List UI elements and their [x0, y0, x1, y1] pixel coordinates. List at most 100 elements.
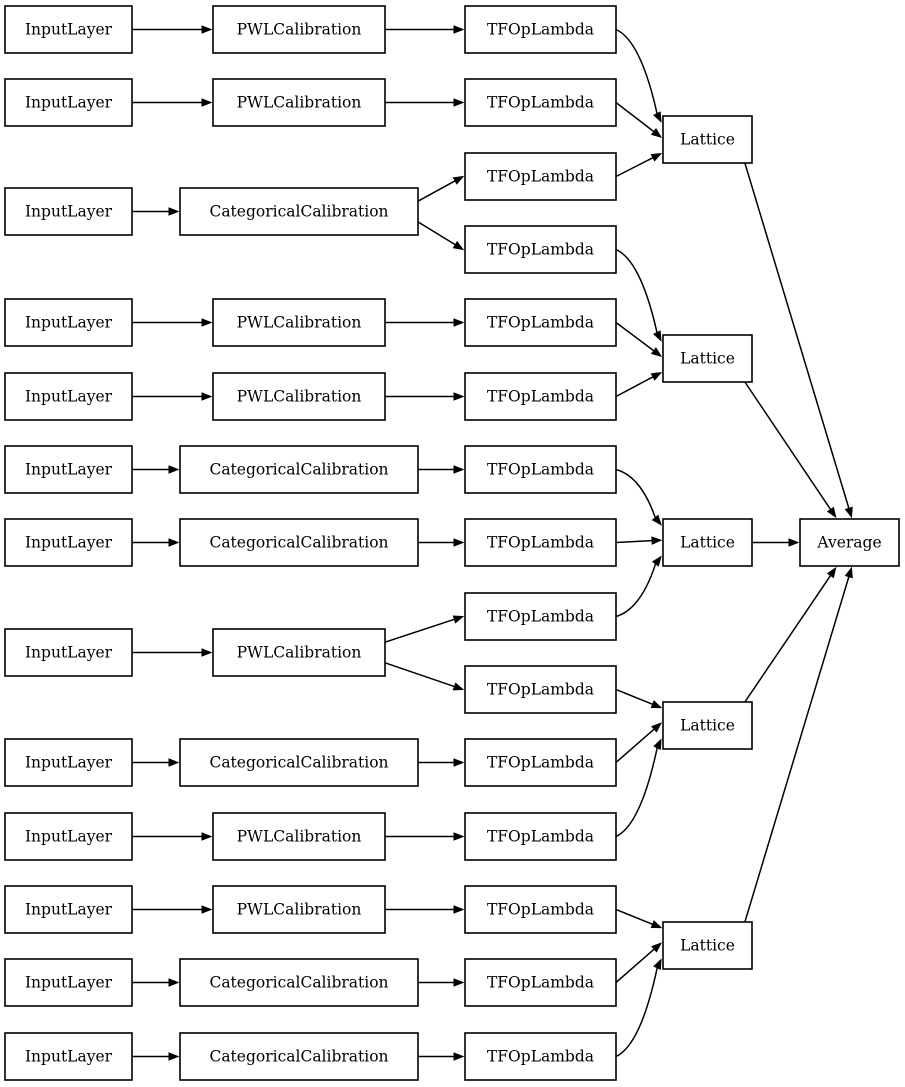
node-box[interactable] — [464, 1032, 617, 1081]
node-categorical-calibration-11[interactable]: CategoricalCalibration — [179, 958, 419, 1007]
node-box[interactable] — [464, 298, 617, 347]
node-input-layer-11[interactable]: InputLayer — [4, 958, 133, 1007]
node-box[interactable] — [4, 187, 133, 236]
node-box[interactable] — [464, 812, 617, 861]
node-box[interactable] — [4, 445, 133, 494]
node-tfop-lambda-12[interactable]: TFOpLambda — [464, 885, 617, 934]
node-box[interactable] — [4, 738, 133, 787]
node-box[interactable] — [464, 665, 617, 714]
node-pwlcalibration-3[interactable]: PWLCalibration — [212, 298, 386, 347]
node-box[interactable] — [4, 372, 133, 421]
node-box[interactable] — [4, 1032, 133, 1081]
node-box[interactable] — [212, 628, 386, 677]
node-tfop-lambda-6[interactable]: TFOpLambda — [464, 445, 617, 494]
node-input-layer-2[interactable]: InputLayer — [4, 187, 133, 236]
node-box[interactable] — [179, 518, 419, 567]
node-tfop-lambda-9[interactable]: TFOpLambda — [464, 665, 617, 714]
node-categorical-calibration-6[interactable]: CategoricalCalibration — [179, 518, 419, 567]
node-box[interactable] — [4, 5, 133, 54]
node-box[interactable] — [212, 298, 386, 347]
node-input-layer-5[interactable]: InputLayer — [4, 445, 133, 494]
node-box[interactable] — [4, 885, 133, 934]
node-box[interactable] — [212, 812, 386, 861]
node-input-layer-3[interactable]: InputLayer — [4, 298, 133, 347]
node-pwlcalibration-1[interactable]: PWLCalibration — [212, 78, 386, 127]
node-tfop-lambda-0[interactable]: TFOpLambda — [464, 5, 617, 54]
node-box[interactable] — [799, 518, 900, 567]
node-box[interactable] — [4, 628, 133, 677]
node-tfop-lambda-10[interactable]: TFOpLambda — [464, 738, 617, 787]
node-input-layer-10[interactable]: InputLayer — [4, 885, 133, 934]
node-box[interactable] — [212, 372, 386, 421]
node-input-layer-8[interactable]: InputLayer — [4, 738, 133, 787]
node-box[interactable] — [464, 78, 617, 127]
node-box[interactable] — [4, 958, 133, 1007]
node-tfop-lambda-11[interactable]: TFOpLambda — [464, 812, 617, 861]
node-lattice-1[interactable]: Lattice — [662, 334, 753, 383]
node-tfop-lambda-1[interactable]: TFOpLambda — [464, 78, 617, 127]
node-input-layer-1[interactable]: InputLayer — [4, 78, 133, 127]
node-categorical-calibration-5[interactable]: CategoricalCalibration — [179, 445, 419, 494]
node-box[interactable] — [179, 1032, 419, 1081]
node-tfop-lambda-8[interactable]: TFOpLambda — [464, 592, 617, 641]
arrowhead-icon — [452, 175, 465, 185]
node-box[interactable] — [464, 372, 617, 421]
node-box[interactable] — [464, 885, 617, 934]
node-pwlcalibration-0[interactable]: PWLCalibration — [212, 5, 386, 54]
node-box[interactable] — [464, 958, 617, 1007]
node-input-layer-7[interactable]: InputLayer — [4, 628, 133, 677]
node-box[interactable] — [662, 701, 753, 750]
node-lattice-2[interactable]: Lattice — [662, 518, 753, 567]
node-lattice-0[interactable]: Lattice — [662, 115, 753, 164]
node-box[interactable] — [464, 152, 617, 201]
node-box[interactable] — [4, 812, 133, 861]
node-box[interactable] — [662, 921, 753, 970]
node-box[interactable] — [464, 225, 617, 274]
arrowhead-icon — [201, 905, 213, 914]
node-box[interactable] — [4, 298, 133, 347]
node-pwlcalibration-7[interactable]: PWLCalibration — [212, 628, 386, 677]
node-box[interactable] — [464, 738, 617, 787]
node-lattice-4[interactable]: Lattice — [662, 921, 753, 970]
node-tfop-lambda-13[interactable]: TFOpLambda — [464, 958, 617, 1007]
node-box[interactable] — [662, 115, 753, 164]
node-tfop-lambda-2[interactable]: TFOpLambda — [464, 152, 617, 201]
node-categorical-calibration-12[interactable]: CategoricalCalibration — [179, 1032, 419, 1081]
node-box[interactable] — [4, 518, 133, 567]
node-box[interactable] — [212, 78, 386, 127]
node-box[interactable] — [179, 738, 419, 787]
node-box[interactable] — [464, 445, 617, 494]
node-box[interactable] — [464, 5, 617, 54]
node-lattice-3[interactable]: Lattice — [662, 701, 753, 750]
arrowhead-icon — [168, 465, 180, 474]
node-input-layer-0[interactable]: InputLayer — [4, 5, 133, 54]
node-input-layer-4[interactable]: InputLayer — [4, 372, 133, 421]
node-box[interactable] — [662, 518, 753, 567]
arrowhead-icon — [168, 538, 180, 547]
node-categorical-calibration-2[interactable]: CategoricalCalibration — [179, 187, 419, 236]
node-tfop-lambda-14[interactable]: TFOpLambda — [464, 1032, 617, 1081]
node-box[interactable] — [179, 445, 419, 494]
node-box[interactable] — [662, 334, 753, 383]
node-tfop-lambda-4[interactable]: TFOpLambda — [464, 298, 617, 347]
node-box[interactable] — [212, 885, 386, 934]
node-box[interactable] — [4, 78, 133, 127]
node-input-layer-9[interactable]: InputLayer — [4, 812, 133, 861]
node-tfop-lambda-5[interactable]: TFOpLambda — [464, 372, 617, 421]
edges-layer — [132, 25, 853, 1061]
node-box[interactable] — [464, 518, 617, 567]
node-box[interactable] — [212, 5, 386, 54]
node-tfop-lambda-7[interactable]: TFOpLambda — [464, 518, 617, 567]
node-pwlcalibration-9[interactable]: PWLCalibration — [212, 812, 386, 861]
node-average-0[interactable]: Average — [799, 518, 900, 567]
node-box[interactable] — [179, 958, 419, 1007]
node-pwlcalibration-4[interactable]: PWLCalibration — [212, 372, 386, 421]
node-box[interactable] — [464, 592, 617, 641]
node-input-layer-6[interactable]: InputLayer — [4, 518, 133, 567]
node-categorical-calibration-8[interactable]: CategoricalCalibration — [179, 738, 419, 787]
node-tfop-lambda-3[interactable]: TFOpLambda — [464, 225, 617, 274]
node-pwlcalibration-10[interactable]: PWLCalibration — [212, 885, 386, 934]
arrowhead-icon — [453, 25, 465, 34]
node-box[interactable] — [179, 187, 419, 236]
node-input-layer-12[interactable]: InputLayer — [4, 1032, 133, 1081]
